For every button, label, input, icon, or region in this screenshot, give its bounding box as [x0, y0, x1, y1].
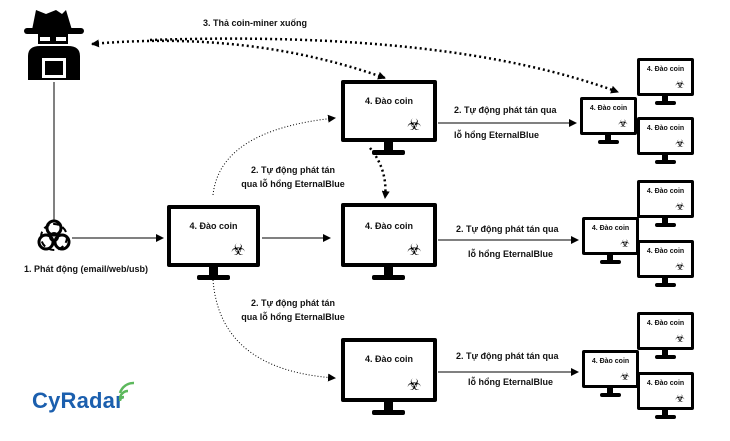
- monitor-small-b3: 4. Đào coin ☣: [637, 372, 694, 422]
- biohazard-icon: ☣: [407, 242, 422, 259]
- monitor-small-label: 4. Đào coin: [591, 225, 630, 232]
- biohazard-icon: ☣: [675, 79, 685, 91]
- biohazard-icon: ☣: [675, 393, 685, 405]
- biohazard-icon: ☣: [407, 377, 422, 394]
- biohazard-icon: ☣: [231, 242, 246, 259]
- monitor-top-label: 4. Đào coin: [364, 96, 413, 106]
- monitor-small-label: 4. Đào coin: [646, 125, 685, 132]
- monitor-small-t1: 4. Đào coin ☣: [580, 97, 637, 147]
- spread-bot-line2: lỗ hổng EternalBlue: [468, 377, 554, 387]
- monitor-small-b1: 4. Đào coin ☣: [582, 350, 639, 400]
- spread-top-line1: 2. Tự động phát tán qua: [454, 105, 557, 115]
- biohazard-icon: ☣: [407, 117, 422, 134]
- monitor-bottom-label: 4. Đào coin: [364, 354, 413, 364]
- monitor-mid: 4. Đào coin ☣: [341, 203, 437, 285]
- monitor-center-label: 4. Đào coin: [189, 221, 238, 231]
- spread-arrow-down: [212, 279, 336, 382]
- monitor-bottom: 4. Đào coin ☣: [341, 338, 437, 420]
- biohazard-icon: ☣: [675, 261, 685, 273]
- biohazard-icon: ☣: [675, 138, 685, 150]
- spread-diag-up-line1: 2. Tự động phát tán: [250, 165, 335, 175]
- monitor-small-label: 4. Đào coin: [646, 320, 685, 327]
- monitor-small-b2: 4. Đào coin ☣: [637, 312, 694, 362]
- monitor-small-t3: 4. Đào coin ☣: [637, 117, 694, 167]
- monitor-small-m1: 4. Đào coin ☣: [582, 217, 639, 267]
- monitor-small-label: 4. Đào coin: [646, 188, 685, 195]
- spread-diag-down-line1: 2. Tự động phát tán: [250, 298, 335, 308]
- spread-top-line2: lỗ hổng EternalBlue: [454, 130, 540, 140]
- monitor-small-m3: 4. Đào coin ☣: [637, 240, 694, 290]
- monitor-small-label: 4. Đào coin: [646, 380, 685, 387]
- drop-arrow-top: [91, 39, 386, 80]
- biohazard-icon: ☣: [620, 238, 630, 250]
- step3-label: 3. Thả coin-miner xuống: [203, 18, 308, 28]
- monitor-mid-label: 4. Đào coin: [364, 221, 413, 231]
- monitor-small-label: 4. Đào coin: [591, 358, 630, 365]
- monitor-small-label: 4. Đào coin: [646, 248, 685, 255]
- spread-diag-up-line2: qua lỗ hổng EternalBlue: [241, 179, 345, 189]
- monitor-small-label: 4. Đào coin: [646, 66, 685, 73]
- biohazard-icon: ☣: [620, 371, 630, 383]
- biohazard-icon: ☣: [675, 333, 685, 345]
- biohazard-icon: ☣: [675, 201, 685, 213]
- monitor-small-label: 4. Đào coin: [589, 105, 628, 112]
- biohazard-icon: ☣: [618, 118, 628, 130]
- cyradar-logo: CyRadar: [32, 388, 124, 413]
- spread-bot-line1: 2. Tự động phát tán qua: [456, 351, 559, 361]
- biohazard-icon: [37, 219, 71, 251]
- step1-label: 1. Phát động (email/web/usb): [24, 264, 149, 274]
- spread-diag-down-line2: qua lỗ hổng EternalBlue: [241, 312, 345, 322]
- hacker-icon: [24, 10, 84, 80]
- monitor-top: 4. Đào coin ☣: [341, 80, 437, 160]
- monitor-small-t2: 4. Đào coin ☣: [637, 58, 694, 108]
- spread-mid-line1: 2. Tự động phát tán qua: [456, 224, 559, 234]
- monitor-small-m2: 4. Đào coin ☣: [637, 180, 694, 230]
- spread-mid-line2: lỗ hổng EternalBlue: [468, 249, 554, 259]
- monitor-center: 4. Đào coin ☣: [167, 205, 260, 285]
- wifi-waves-icon: [118, 381, 135, 402]
- drop-arrow-mid: [369, 147, 390, 199]
